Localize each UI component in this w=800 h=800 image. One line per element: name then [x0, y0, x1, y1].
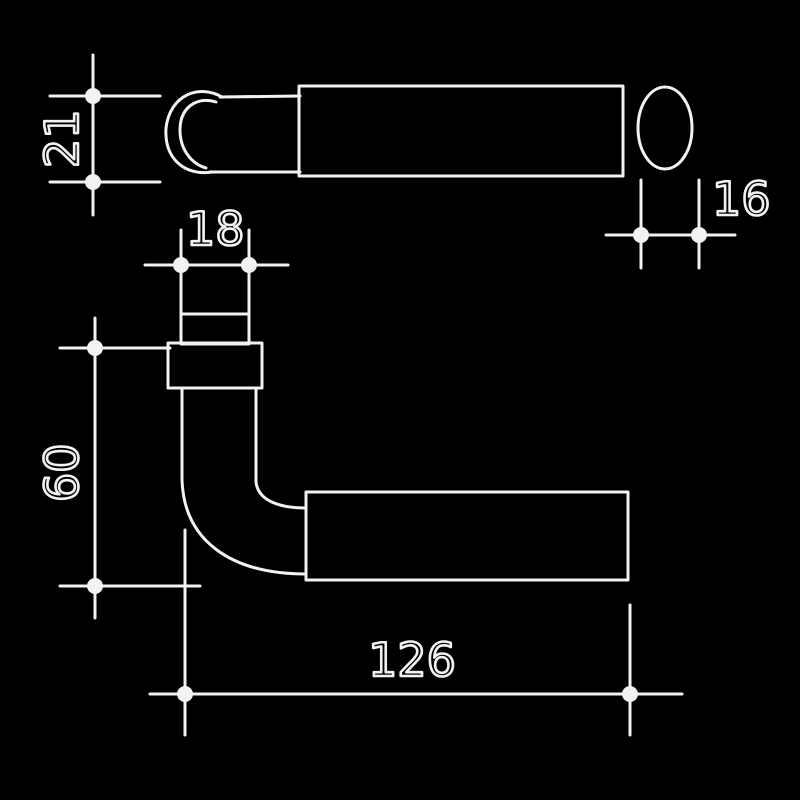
- dimension-dot: [622, 686, 638, 702]
- dimension-handle-height: 21: [34, 53, 162, 217]
- dimension-dot: [633, 227, 649, 243]
- top-view: [164, 84, 694, 178]
- dimension-label-18: 18: [186, 202, 245, 256]
- lever-grip-side-view: [304, 490, 630, 582]
- dimension-dot: [85, 88, 101, 104]
- dimension-dot: [691, 227, 707, 243]
- rosette-ring: [166, 341, 264, 390]
- dimension-lever-length: 126: [148, 528, 684, 737]
- dimension-dot: [85, 174, 101, 190]
- dimension-dot: [177, 686, 193, 702]
- lever-bend-inner: [254, 387, 308, 510]
- lever-end-cap-inner: [178, 99, 218, 170]
- lever-bend-outer: [180, 387, 308, 576]
- side-view: [166, 312, 630, 582]
- dimension-dot: [173, 257, 189, 273]
- dimension-neck-diameter: 18: [143, 201, 290, 316]
- lever-end-cap: [164, 90, 224, 175]
- lever-grip-top-view: [297, 84, 625, 178]
- dimension-label-126: 126: [368, 633, 456, 687]
- lever-neck-top: [218, 94, 302, 99]
- dimension-dot: [87, 578, 103, 594]
- dimension-label-21: 21: [35, 109, 89, 168]
- dimension-dot: [241, 257, 257, 273]
- dimension-projection: 60: [34, 316, 202, 620]
- dimension-label-16: 16: [712, 172, 771, 226]
- dimension-rosette-width: 16: [604, 171, 772, 270]
- dimension-label-60: 60: [35, 443, 89, 502]
- rosette-oval: [636, 85, 694, 171]
- dimension-dot: [87, 340, 103, 356]
